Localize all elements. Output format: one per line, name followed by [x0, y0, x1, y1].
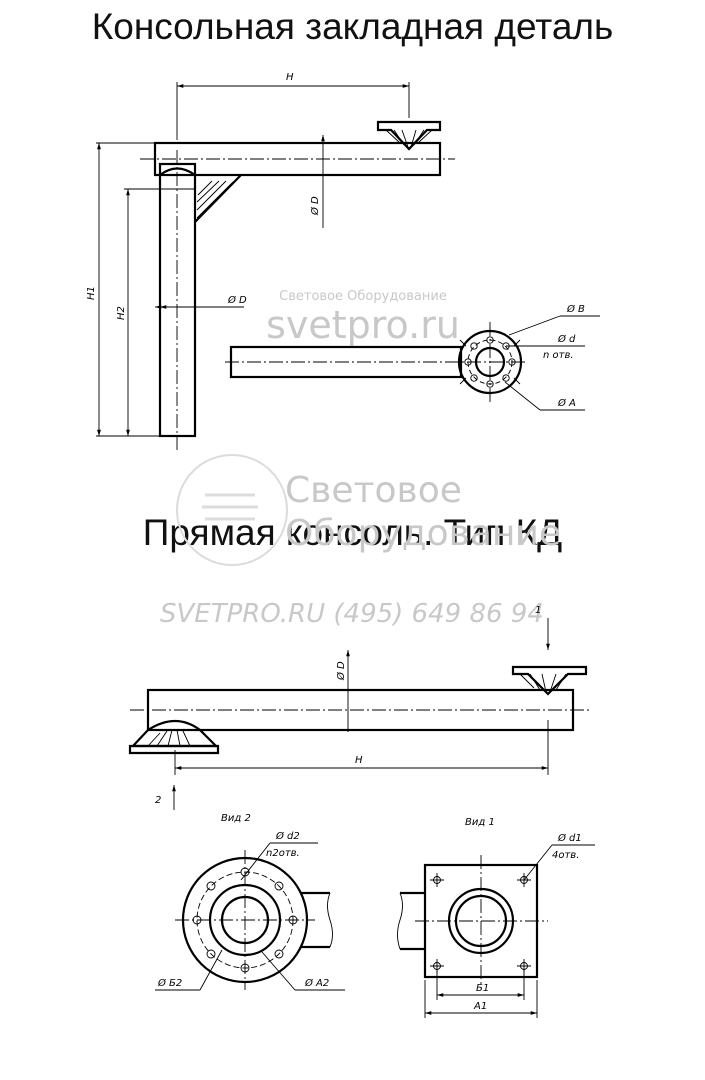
view2-label: Вид 2 — [221, 813, 251, 824]
dim-b-label: Ø B — [566, 303, 585, 315]
n2-holes-label: n2отв. — [266, 848, 300, 859]
dim-a2-label: Ø A2 — [304, 977, 329, 989]
arrow1-label: 1 — [535, 605, 541, 616]
watermark-logo — [176, 454, 288, 566]
dim-b1-label: Б1 — [476, 983, 489, 994]
dim-b2-label: Ø Б2 — [157, 977, 182, 989]
view1-label: Вид 1 — [465, 817, 495, 828]
watermark-line1: Световое Оборудование — [279, 289, 447, 304]
watermark-big2: Оборудование — [285, 513, 561, 554]
dim-d2-label: Ø d2 — [275, 830, 300, 842]
watermark-contact: SVETPRO.RU (495) 649 86 94 — [160, 599, 544, 629]
dim-d-post-label: Ø D — [227, 294, 247, 306]
dim-d1-label: Ø d1 — [557, 832, 582, 844]
embedded-bracket-title: Консольная закладная деталь — [91, 6, 614, 47]
watermark-line2: svetpro.ru — [266, 303, 460, 347]
dim-a-label: Ø A — [557, 397, 576, 409]
embedded-bracket-drawing: H Ø D H1 H2 Ø D — [86, 72, 600, 450]
dim-h1-label: H1 — [86, 286, 97, 300]
arrow2-label: 2 — [155, 795, 161, 806]
watermark: Световое Оборудование svetpro.ru Светово… — [160, 289, 561, 629]
dim-d-arm-label: Ø D — [309, 196, 321, 216]
dim-h-pipe-label: H — [355, 755, 363, 766]
dim-a1-label: A1 — [473, 1001, 487, 1012]
four-holes-label: 4отв. — [552, 850, 579, 861]
dim-d-pipe-label: Ø D — [335, 661, 347, 681]
dim-h-label: H — [286, 72, 294, 83]
view-2-drawing: Вид 2 Ø d2 n2отв. Ø Б2 Ø A2 — [155, 813, 345, 991]
n-holes-label: n отв. — [543, 350, 574, 361]
dim-h2-label: H2 — [116, 306, 127, 320]
watermark-logo-stripes — [202, 493, 258, 521]
view-1-drawing: Вид 1 Ø d1 4отв. Б1 A1 — [397, 817, 595, 1018]
straight-bracket-drawing: 1 Ø D H 2 — [128, 605, 590, 810]
watermark-big1: Световое — [285, 470, 462, 511]
dim-d-holes-label: Ø d — [557, 333, 576, 345]
